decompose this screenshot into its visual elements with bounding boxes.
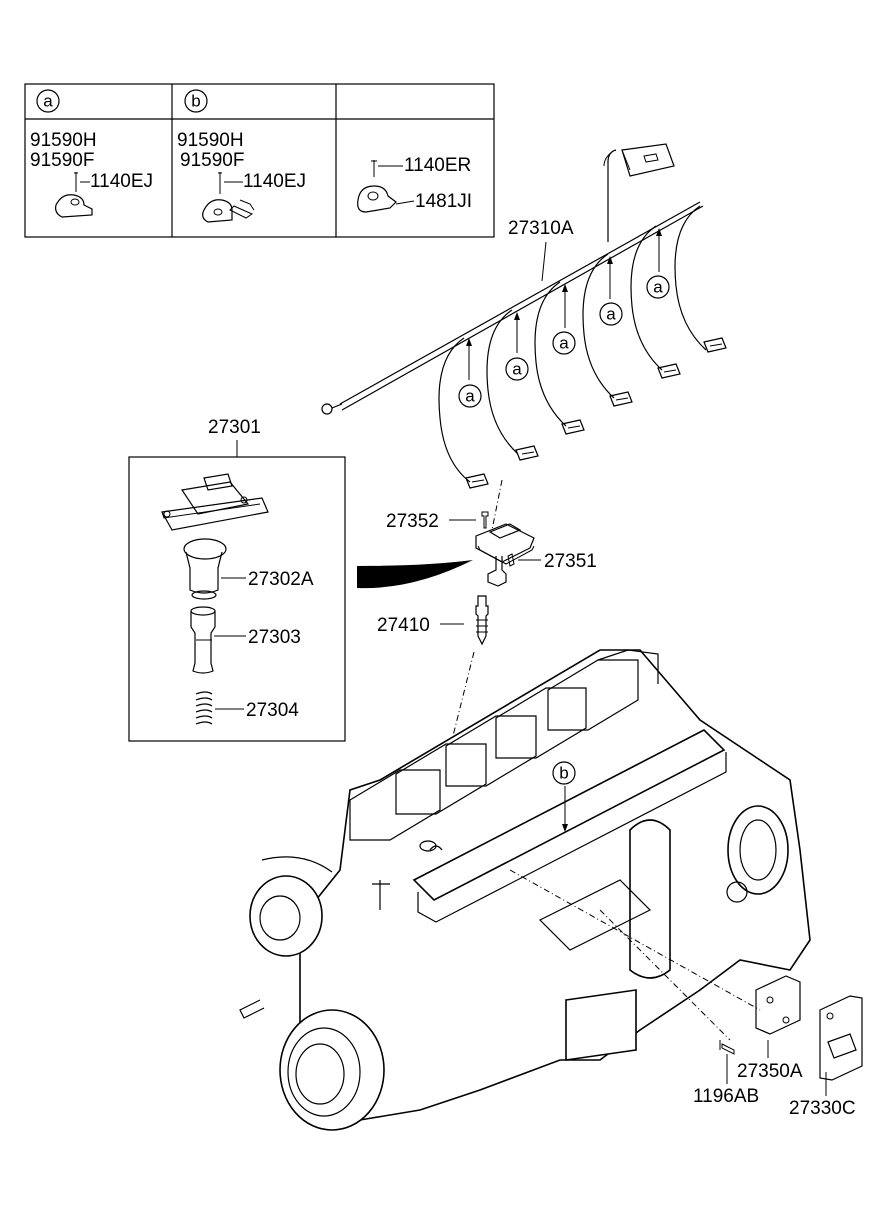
clip-marker-a-letter: a	[653, 278, 663, 297]
coil-boot	[183, 538, 227, 600]
clip-marker-a	[599, 302, 623, 326]
ecu-bracket	[755, 975, 801, 1035]
callout-pointer	[357, 560, 473, 589]
spark-plug	[475, 595, 489, 646]
clip-marker-a-letter: a	[512, 360, 522, 379]
harness-connector	[561, 419, 585, 435]
legend-a-part-1: 91590H	[30, 130, 97, 151]
ecu-module-part-label: 27330C	[789, 1098, 856, 1119]
clip-marker-a	[646, 275, 670, 299]
coil-kit: 27301 27302A 27303	[128, 417, 346, 742]
legend-a-part-3: 1140EJ	[90, 171, 153, 192]
legend-a-letter: a	[43, 92, 53, 111]
harness-part-label: 27310A	[508, 218, 574, 239]
clip-marker-b-letter: b	[559, 764, 568, 783]
coil-bolt-part-label: 27352	[386, 511, 439, 532]
clip-b-icon	[202, 172, 255, 223]
harness-connector	[465, 473, 489, 489]
legend-b-part-1: 91590H	[177, 130, 244, 151]
clip-marker-a	[458, 384, 482, 408]
ecu-bracket-part-label: 27350A	[737, 1061, 803, 1082]
coil-extension	[190, 606, 216, 674]
clip-marker-a	[505, 357, 529, 381]
ecu-bolt-part-label: 1196AB	[693, 1086, 759, 1107]
clamp-c-icon	[357, 160, 415, 213]
legend-table: a b 91590H 91590F 1140EJ 91590H 91590F 1…	[24, 83, 495, 238]
coil-bolt	[481, 511, 489, 529]
legend-a-part-2: 91590F	[30, 150, 94, 171]
coil-module	[161, 473, 269, 531]
clip-marker-b	[552, 761, 576, 785]
engine-block	[239, 649, 811, 1131]
harness-connector	[609, 391, 633, 407]
boot-part-label: 27302A	[248, 569, 314, 590]
legend-b-part-2: 91590F	[180, 150, 244, 171]
spark-plug-part-label: 27410	[377, 615, 430, 636]
coil-pin	[507, 553, 515, 567]
legend-b-marker	[184, 89, 208, 113]
legend-c-part-2: 1481JI	[415, 191, 472, 212]
ecu-module	[819, 995, 863, 1081]
spring-part-label: 27304	[246, 700, 299, 721]
legend-b-letter: b	[191, 92, 200, 111]
legend-b-part-3: 1140EJ	[243, 171, 306, 192]
harness-connector	[515, 445, 539, 461]
extension-part-label: 27303	[248, 627, 301, 648]
legend-c-part-1: 1140ER	[404, 155, 471, 176]
clip-marker-a	[552, 331, 576, 355]
coil-kit-part-label: 27301	[208, 417, 261, 438]
coil-spring	[195, 691, 213, 725]
coil-pin-part-label: 27351	[544, 551, 597, 572]
ecu-bolt	[719, 1040, 735, 1055]
ignition-coil	[475, 479, 535, 587]
harness-connector	[657, 363, 681, 379]
legend-a-marker	[36, 89, 60, 113]
harness-connector	[703, 337, 727, 353]
clip-a-icon	[55, 172, 93, 218]
wiring-harness: 27310A a a	[321, 143, 727, 489]
clip-marker-a-letter: a	[606, 305, 616, 324]
clip-marker-a-letter: a	[465, 387, 475, 406]
clip-marker-a-letter: a	[559, 334, 569, 353]
